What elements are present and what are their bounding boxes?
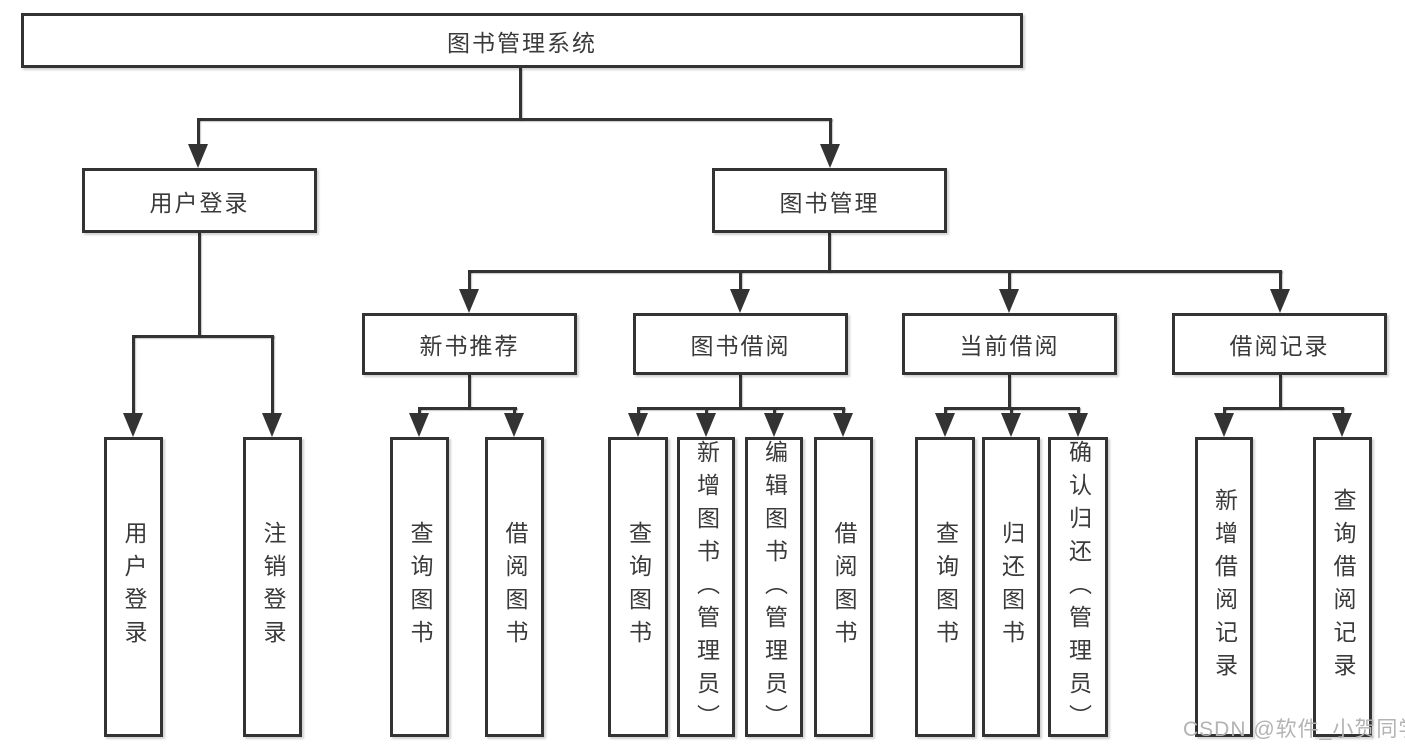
connector-bookmgmt-vertical	[828, 233, 831, 272]
node-add-borrow-record-label: 新增借阅记录	[1211, 488, 1238, 686]
connector-shaft-current	[1008, 270, 1011, 291]
connector-shaft-borrow	[739, 270, 742, 291]
node-logout-label: 注销登录	[260, 521, 286, 653]
node-query-books-recommend: 查询图书	[390, 437, 449, 737]
node-query-borrow-record: 查询借阅记录	[1313, 437, 1372, 737]
node-add-borrow-record: 新增借阅记录	[1195, 437, 1253, 737]
connector-borrow-horizontal	[637, 407, 845, 410]
node-current-borrow-label: 当前借阅	[959, 333, 1060, 359]
node-current-borrow: 当前借阅	[902, 313, 1117, 375]
arrow-down-icon	[1332, 413, 1352, 437]
connector-bookmgmt-horizontal	[468, 270, 1282, 273]
connector-recommend-horizontal	[418, 407, 517, 410]
connector-shaft-book-mgmt	[829, 118, 832, 148]
arrow-down-icon	[833, 413, 853, 437]
connector-recommend-vertical	[468, 375, 471, 409]
node-logout: 注销登录	[243, 437, 302, 737]
node-borrow-books-recommend-label: 借阅图书	[502, 521, 528, 653]
node-query-books-current-label: 查询图书	[932, 521, 959, 653]
node-user-login: 用户登录	[82, 168, 317, 233]
arrow-down-icon	[628, 413, 648, 437]
connector-shaft-g5-2	[1341, 407, 1344, 417]
connector-shaft-g3-2	[705, 407, 708, 417]
arrow-down-icon	[459, 289, 479, 313]
node-login: 用户登录	[104, 437, 163, 737]
connector-userlogin-vertical	[198, 233, 201, 337]
node-confirm-return-admin-label: 确认归还（管理员）	[1065, 440, 1092, 737]
arrow-down-icon	[820, 144, 840, 168]
node-new-book-recommend-label: 新书推荐	[419, 333, 520, 359]
node-login-label: 用户登录	[121, 521, 147, 653]
node-add-book-admin-label: 新增图书（管理员）	[693, 440, 720, 737]
node-borrow-books-recommend: 借阅图书	[485, 437, 544, 737]
node-book-management: 图书管理	[712, 168, 947, 233]
watermark: CSDN @软件_小贺同学	[1183, 718, 1405, 741]
arrow-down-icon	[1214, 413, 1234, 437]
connector-current-vertical	[1008, 375, 1011, 409]
arrow-down-icon	[999, 289, 1019, 313]
connector-shaft-g4-2	[1010, 407, 1013, 417]
node-borrow-books-leaf: 借阅图书	[814, 437, 873, 737]
connector-shaft-g4-1	[944, 407, 947, 417]
node-borrow-records-label: 借阅记录	[1229, 333, 1330, 359]
node-query-borrow-record-label: 查询借阅记录	[1330, 488, 1356, 686]
arrow-down-icon	[764, 413, 784, 437]
connector-shaft-logout-leaf	[271, 335, 274, 417]
node-borrow-records: 借阅记录	[1172, 313, 1387, 375]
arrow-down-icon	[262, 413, 282, 437]
node-confirm-return-admin: 确认归还（管理员）	[1048, 437, 1108, 737]
node-add-book-admin: 新增图书（管理员）	[677, 437, 735, 737]
connector-records-horizontal	[1223, 407, 1344, 410]
connector-shaft-g4-3	[1077, 407, 1080, 417]
arrow-down-icon	[504, 413, 524, 437]
node-book-borrow-label: 图书借阅	[690, 333, 791, 359]
connector-shaft-recommend	[468, 270, 471, 291]
arrow-down-icon	[730, 289, 750, 313]
node-user-login-label: 用户登录	[149, 189, 250, 216]
node-query-books-borrow-label: 查询图书	[625, 521, 652, 653]
connector-shaft-g3-1	[637, 407, 640, 417]
node-root: 图书管理系统	[21, 13, 1023, 68]
node-query-books-borrow: 查询图书	[608, 437, 668, 737]
connector-shaft-g3-3	[773, 407, 776, 417]
connector-shaft-g5-1	[1223, 407, 1226, 417]
node-edit-book-admin-label: 编辑图书（管理员）	[761, 440, 788, 737]
node-query-books-recommend-label: 查询图书	[407, 521, 433, 653]
arrow-down-icon	[123, 413, 143, 437]
arrow-down-icon	[1068, 413, 1088, 437]
node-root-label: 图书管理系统	[447, 29, 597, 56]
connector-shaft-g2-2	[513, 407, 516, 417]
connector-shaft-login-leaf	[132, 335, 135, 417]
connector-shaft-records	[1279, 270, 1282, 291]
arrow-down-icon	[935, 413, 955, 437]
node-edit-book-admin: 编辑图书（管理员）	[745, 437, 803, 737]
connector-root-vertical	[519, 68, 522, 120]
connector-borrow-vertical	[739, 375, 742, 409]
arrow-down-icon	[409, 413, 429, 437]
connector-userlogin-horizontal	[132, 335, 274, 338]
arrow-down-icon	[696, 413, 716, 437]
node-borrow-books-leaf-label: 借阅图书	[831, 521, 857, 653]
connector-shaft-g2-1	[418, 407, 421, 417]
node-return-book: 归还图书	[982, 437, 1040, 737]
connector-shaft-user-login	[197, 118, 200, 148]
arrow-down-icon	[188, 144, 208, 168]
node-return-book-label: 归还图书	[998, 521, 1025, 653]
connector-root-horizontal	[197, 118, 832, 121]
node-new-book-recommend: 新书推荐	[362, 313, 577, 375]
node-book-management-label: 图书管理	[779, 189, 880, 216]
connector-shaft-g3-4	[842, 407, 845, 417]
arrow-down-icon	[1001, 413, 1021, 437]
arrow-down-icon	[1270, 289, 1290, 313]
connector-records-vertical	[1279, 375, 1282, 409]
node-book-borrow: 图书借阅	[633, 313, 848, 375]
node-query-books-current: 查询图书	[915, 437, 975, 737]
